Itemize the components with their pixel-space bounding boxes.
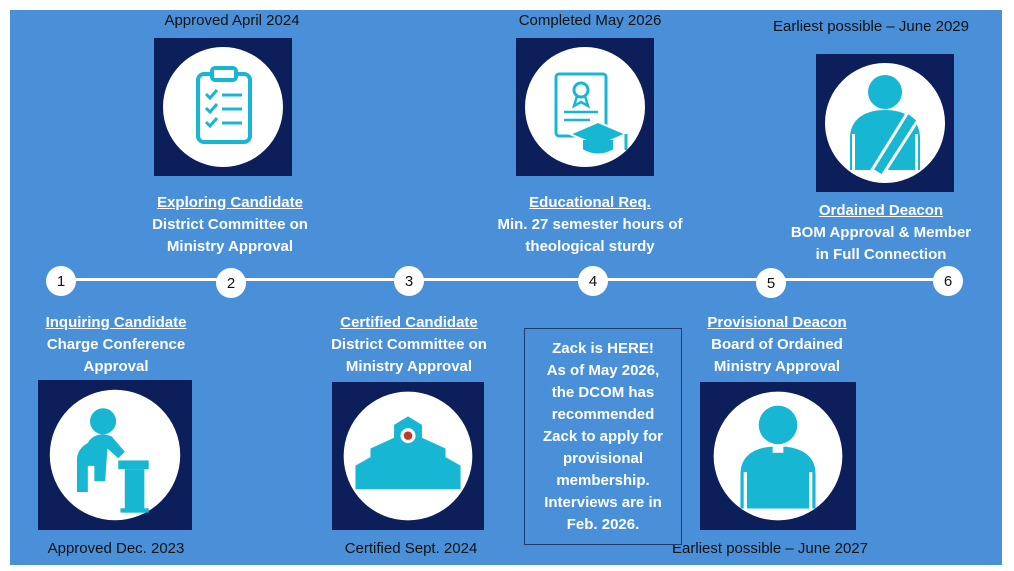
step-2-date: Approved April 2024 <box>164 12 300 29</box>
step-1-number: 1 <box>56 272 66 290</box>
step-5-desc-line1: Board of Ordained <box>711 336 843 353</box>
step-5-title: Provisional Deacon <box>707 314 847 331</box>
status-line: As of May 2026, <box>546 361 660 379</box>
status-line: Zack to apply for <box>542 427 664 445</box>
step-5-text: Provisional Deacon Board of Ordained Min… <box>676 312 878 378</box>
step-3-number: 3 <box>404 272 414 290</box>
step-6-date: Earliest possible – June 2029 <box>773 18 969 35</box>
step-5-desc-line2: Ministry Approval <box>713 358 841 375</box>
diploma-graduation-cap-icon <box>525 47 645 167</box>
step-6-text: Ordained Deacon BOM Approval & Member in… <box>770 200 992 266</box>
step-1-date: Approved Dec. 2023 <box>47 540 185 557</box>
step-1-text: Inquiring Candidate Charge Conference Ap… <box>16 312 216 378</box>
step-6-marker: 6 <box>933 266 963 296</box>
step-5-tile <box>700 382 856 530</box>
step-4-desc-line2: theological sturdy <box>525 238 655 255</box>
step-6-desc-line1: BOM Approval & Member <box>790 224 972 241</box>
step-3-marker: 3 <box>394 266 424 296</box>
step-4-tile <box>516 38 654 176</box>
step-4-marker: 4 <box>578 266 608 296</box>
status-line: Interviews are in <box>544 493 662 511</box>
step-2-text: Exploring Candidate District Committee o… <box>120 192 340 258</box>
status-line: the DCOM has <box>551 383 655 401</box>
praying-person-icon <box>49 389 181 521</box>
current-status-box: Zack is HERE! As of May 2026, the DCOM h… <box>524 328 682 545</box>
status-line: recommended <box>551 405 655 423</box>
step-2-number: 2 <box>226 274 236 292</box>
step-2-tile <box>154 38 292 176</box>
status-line: Feb. 2026. <box>566 515 640 533</box>
step-4-number: 4 <box>588 272 598 290</box>
step-4-text: Educational Req. Min. 27 semester hours … <box>480 192 700 258</box>
step-5-date: Earliest possible – June 2027 <box>672 540 868 557</box>
clergy-person-icon <box>713 391 843 521</box>
step-3-text: Certified Candidate District Committee o… <box>306 312 512 378</box>
step-6-tile <box>816 54 954 192</box>
step-2-title: Exploring Candidate <box>157 194 303 211</box>
step-1-desc-line2: Approval <box>83 358 149 375</box>
step-6-title: Ordained Deacon <box>818 202 944 219</box>
deacon-stole-icon <box>825 63 945 183</box>
step-3-tile <box>332 382 484 530</box>
step-2-marker: 2 <box>216 268 246 298</box>
step-6-number: 6 <box>943 272 953 290</box>
status-line: provisional <box>562 449 644 467</box>
status-line: Zack is HERE! <box>552 339 654 357</box>
step-3-date: Certified Sept. 2024 <box>344 540 478 557</box>
step-1-desc-line1: Charge Conference <box>46 336 186 353</box>
step-3-desc-line1: District Committee on <box>331 336 487 353</box>
status-line: membership. <box>556 471 650 489</box>
clipboard-checklist-icon <box>163 47 283 167</box>
step-1-marker: 1 <box>46 266 76 296</box>
step-4-title: Educational Req. <box>529 194 651 211</box>
current-status-text: Zack is HERE! As of May 2026, the DCOM h… <box>543 338 663 536</box>
step-2-desc-line1: District Committee on <box>152 216 308 233</box>
slide: 1 2 3 4 5 6 Approved April 2024 Explorin… <box>10 10 1002 565</box>
step-4-date: Completed May 2026 <box>518 12 662 29</box>
step-1-title: Inquiring Candidate <box>45 314 187 331</box>
timeline-line <box>50 278 960 281</box>
step-5-number: 5 <box>766 274 776 292</box>
step-1-tile <box>38 380 192 530</box>
step-3-desc-line2: Ministry Approval <box>345 358 473 375</box>
step-5-marker: 5 <box>756 268 786 298</box>
step-4-desc-line1: Min. 27 semester hours of <box>497 216 683 233</box>
step-2-desc-line2: Ministry Approval <box>166 238 294 255</box>
step-6-desc-line2: in Full Connection <box>815 246 947 263</box>
step-3-title: Certified Candidate <box>340 314 478 331</box>
church-icon <box>343 391 473 521</box>
